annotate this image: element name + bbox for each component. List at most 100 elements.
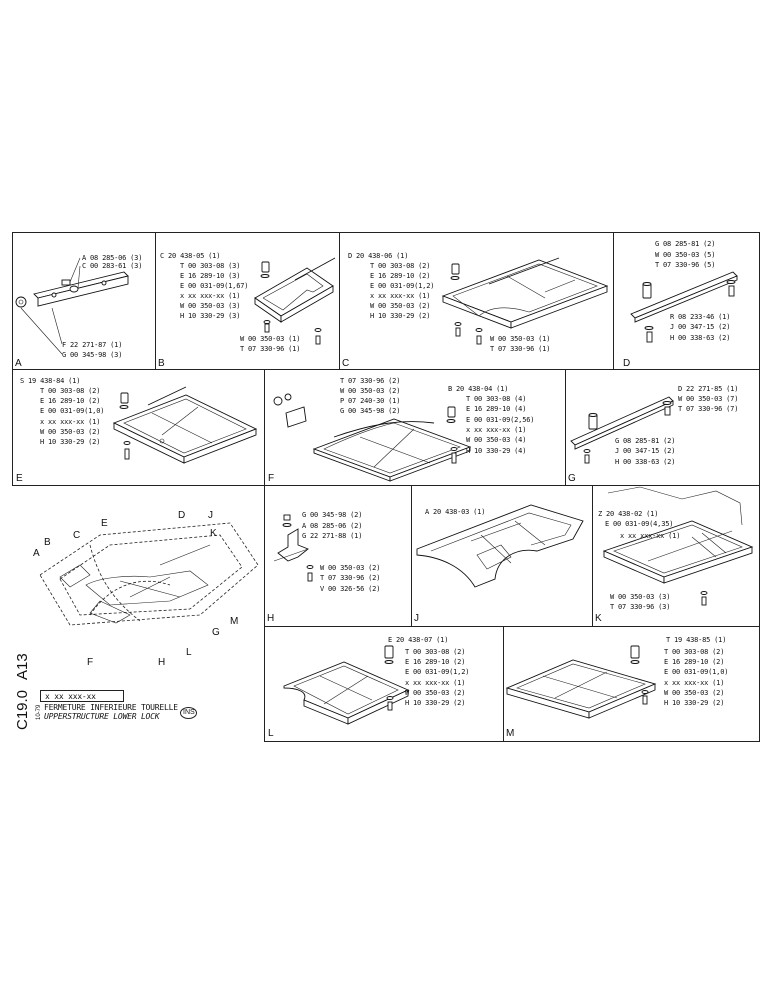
overview-assembly-drawing (39, 522, 259, 626)
part-label: Z 20 438-02 (1) (598, 510, 659, 518)
part-label: H 10 330-29 (2) (40, 438, 101, 446)
panel-letter: J (414, 613, 419, 624)
part-label: W 00 350-03 (5) (655, 251, 716, 259)
panel-d-drawing (630, 271, 738, 343)
panel-m (503, 626, 760, 742)
part-label: W 00 350-03 (7) (678, 395, 739, 403)
part-label: E 16 289-10 (4) (466, 405, 527, 413)
part-label: D 22 271-85 (1) (678, 385, 739, 393)
part-label: E 00 031-09(1,0) (40, 407, 105, 415)
ins-badge: INS (180, 707, 197, 719)
part-label: H 00 338-63 (2) (615, 458, 676, 466)
panel-letter: B (158, 358, 165, 369)
panel-h-drawing (273, 514, 314, 582)
panel-letter: A (15, 358, 22, 369)
part-label: x xx xxx-xx (1) (620, 532, 681, 540)
part-label: T 07 330-96 (5) (655, 261, 716, 269)
part-label: E 00 031-09(1,0) (664, 668, 729, 676)
part-label: T 00 303-08 (2) (405, 648, 466, 656)
part-label: T 07 330-96 (1) (490, 345, 551, 353)
part-label: W 00 350-03 (2) (664, 689, 725, 697)
part-label: E 16 289-10 (3) (180, 272, 241, 280)
panel-m-drawing (505, 645, 657, 719)
panel-j-drawing (416, 504, 584, 588)
overview-label: G (212, 627, 220, 638)
panel-l-drawing (283, 645, 410, 725)
overview-label: C (73, 530, 81, 541)
panel-f-drawing (273, 393, 472, 482)
part-label: T 00 303-08 (4) (466, 395, 527, 403)
part-label: G 08 285-81 (2) (655, 240, 716, 248)
sheet-code-b: C19.0 (14, 689, 31, 730)
part-label: E 16 289-10 (2) (40, 397, 101, 405)
part-label: G 00 345-98 (2) (302, 511, 363, 519)
overview-label: K (210, 528, 217, 539)
part-label: H 00 338-63 (2) (670, 334, 731, 342)
part-label: V 00 326-56 (2) (320, 585, 381, 593)
title-fr: FERMETURE INFERIEURE TOURELLE (44, 703, 178, 712)
overview-label: L (186, 647, 192, 658)
part-label: T 07 330-96 (2) (320, 574, 381, 582)
part-label: T 00 303-08 (2) (40, 387, 101, 395)
part-label: G 08 285-81 (2) (615, 437, 676, 445)
part-label: T 00 303-08 (2) (370, 262, 431, 270)
ins-badge-text: INS (183, 709, 195, 716)
part-label: E 16 289-10 (2) (664, 658, 725, 666)
part-label: E 00 031-09(1,67) (180, 282, 249, 290)
panel-a-drawing (15, 257, 129, 355)
part-label: W 00 350-03 (2) (405, 689, 466, 697)
title-en: UPPERSTRUCTURE LOWER LOCK (44, 712, 160, 721)
part-label: W 00 350-03 (1) (240, 335, 301, 343)
panel-letter: G (568, 473, 576, 484)
part-label: E 00 031-09(1,2) (405, 668, 470, 676)
sheet-code-a: A13 (14, 653, 31, 680)
part-label: E 16 289-10 (2) (370, 272, 431, 280)
panel-letter: E (16, 473, 23, 484)
part-label: H 10 330-29 (3) (180, 312, 241, 320)
part-label: H 10 330-29 (2) (370, 312, 431, 320)
part-label: R 08 233-46 (1) (670, 313, 731, 321)
panel-letter: L (268, 728, 274, 739)
part-label: W 00 350-03 (3) (610, 593, 671, 601)
part-label: E 00 031-09(4,35) (605, 520, 674, 528)
part-label: J 00 347-15 (2) (615, 447, 676, 455)
part-head: A 20 438-03 (1) (425, 508, 486, 516)
panel-letter: C (342, 358, 350, 369)
part-label: G 00 345-98 (3) (62, 351, 123, 359)
part-label: A 08 285-06 (2) (302, 522, 363, 530)
part-label: E 00 031-09(2,56) (466, 416, 535, 424)
part-label: x xx xxx-xx (1) (370, 292, 431, 300)
part-label: G 00 345-98 (2) (340, 407, 401, 415)
overview-label: E (101, 518, 108, 529)
panel-k-drawing (602, 486, 754, 606)
part-label: x xx xxx-xx (1) (664, 679, 725, 687)
part-label: H 10 330-29 (4) (466, 447, 527, 455)
part-head: D 20 438-06 (1) (348, 252, 409, 260)
part-head: S 19 438-84 (1) (20, 377, 81, 385)
part-label: x xx xxx-xx (1) (40, 418, 101, 426)
panel-letter: F (268, 473, 275, 484)
part-label: T 07 330-96 (7) (678, 405, 739, 413)
part-label: W 00 350-03 (2) (40, 428, 101, 436)
panel-letter: K (595, 613, 602, 624)
panel-c-drawing (441, 257, 609, 345)
part-number-box: x xx xxx-xx (40, 690, 124, 702)
overview-label: D (178, 510, 186, 521)
panel-letter: M (506, 728, 515, 739)
part-label: x xx xxx-xx (1) (466, 426, 527, 434)
part-label: A 08 285-06 (3) (82, 254, 143, 262)
part-head: T 19 438-85 (1) (666, 636, 727, 644)
overview-label: J (208, 510, 213, 521)
part-head: E 20 438-07 (1) (388, 636, 449, 644)
overview-label: H (158, 657, 166, 668)
part-label: H 10 330-29 (2) (664, 699, 725, 707)
part-label: W 00 350-03 (3) (180, 302, 241, 310)
part-label: J 00 347-15 (2) (670, 323, 731, 331)
part-label: E 00 031-09(1,2) (370, 282, 435, 290)
part-label: T 07 330-96 (1) (240, 345, 301, 353)
part-label: W 00 350-03 (2) (370, 302, 431, 310)
overview-label: M (230, 616, 239, 627)
overview-label: F (87, 657, 94, 668)
part-label: T 00 303-08 (3) (180, 262, 241, 270)
panel-b-drawing (254, 257, 336, 345)
